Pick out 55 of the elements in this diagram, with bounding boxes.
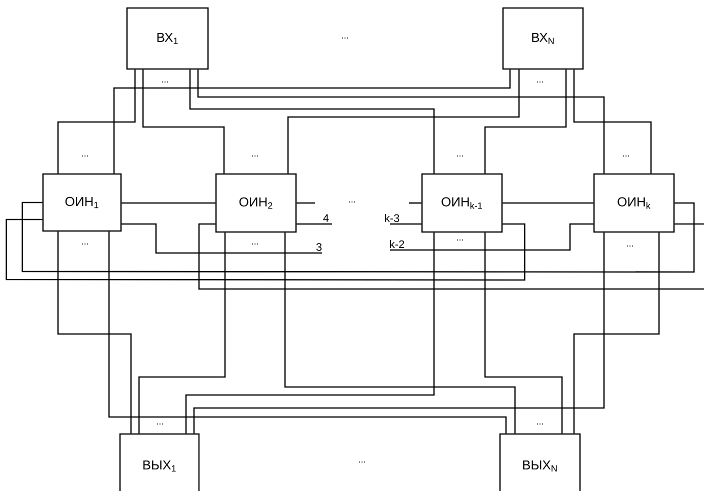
connector-line [573, 232, 660, 434]
connector-line [142, 70, 225, 174]
ellipsis-mark: ... [535, 80, 545, 84]
connector-line [484, 70, 567, 174]
edge-label: 4 [323, 214, 329, 222]
block-box: ОИН$_{1}$ [42, 173, 122, 232]
block-box: ВЫХ$_{1}$ [119, 433, 200, 491]
ellipsis-mark: ... [250, 154, 260, 158]
connector-line [484, 232, 563, 434]
ellipsis-mark: ... [625, 244, 635, 248]
ellipsis-mark: ... [455, 154, 465, 158]
ellipsis-mark: ... [80, 242, 90, 246]
connector-line [674, 223, 704, 225]
connector-line [57, 70, 136, 174]
ellipsis-mark: ... [455, 238, 465, 242]
block-box: ОИН$_{k}$ [593, 173, 675, 233]
connector-line [57, 232, 132, 434]
ellipsis-mark: ... [155, 422, 165, 426]
edge-label: 3 [316, 243, 322, 251]
connector-line [197, 70, 605, 174]
block-box: ОИН$_{k-1}$ [421, 173, 503, 233]
block-box: ВХ$_{1}$ [126, 7, 209, 70]
connector-line [390, 223, 422, 225]
edge-label: k-3 [385, 214, 400, 222]
ellipsis-mark: ... [250, 242, 260, 246]
ellipsis-mark: ... [535, 422, 545, 426]
connector-line [284, 232, 516, 434]
connector-line [185, 232, 435, 434]
connector-line [6, 218, 526, 281]
connector-line [296, 223, 332, 225]
block-box: ВХ$_{N}$ [502, 7, 584, 70]
block-box: ВЫХ$_{N}$ [499, 433, 581, 491]
connector-line [390, 223, 594, 251]
connector-line [108, 232, 507, 434]
ellipsis-mark: ... [160, 80, 170, 84]
connector-line [122, 223, 322, 254]
connector-line [22, 202, 695, 273]
ellipsis-mark: ... [621, 154, 631, 158]
ellipsis-mark: ... [347, 200, 357, 204]
connector-line [573, 70, 652, 174]
connector-line [189, 70, 435, 174]
connector-line [113, 70, 511, 174]
connector-line [296, 202, 315, 204]
block-box: ОИН$_{2}$ [215, 173, 297, 233]
connector-line [409, 202, 422, 204]
connector-line [287, 70, 520, 174]
connector-line [198, 223, 704, 290]
connector-line [138, 232, 226, 434]
ellipsis-mark: ... [80, 154, 90, 158]
connector-line [122, 202, 216, 204]
ellipsis-mark: ... [340, 36, 350, 40]
edge-label: k-2 [390, 240, 404, 248]
ellipsis-mark: ... [357, 460, 367, 464]
connector-line [193, 232, 605, 434]
connector-line [502, 202, 594, 204]
